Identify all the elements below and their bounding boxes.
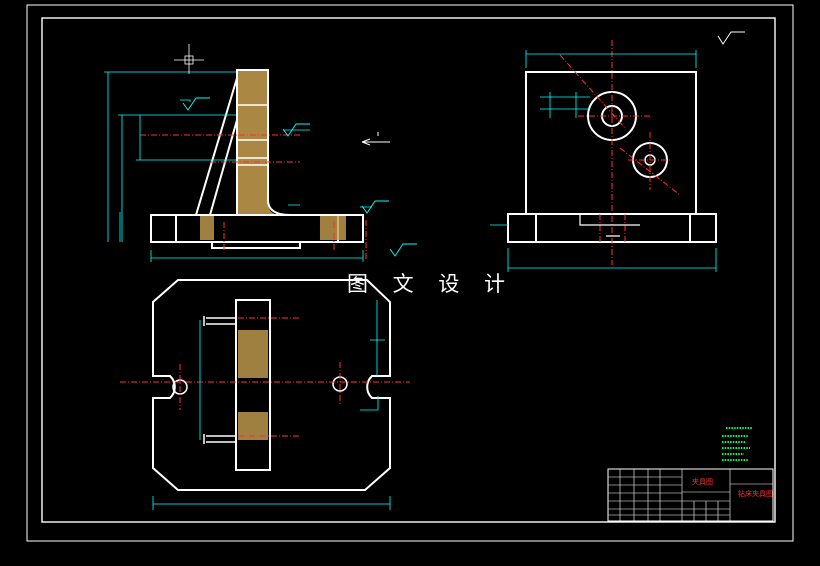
title-block-frame bbox=[607, 468, 774, 522]
front-view-base-hatch-left bbox=[200, 216, 214, 240]
plan-view-outline bbox=[152, 279, 391, 491]
side-view-shaft bbox=[579, 213, 640, 237]
front-view-crosshair-box bbox=[184, 55, 194, 65]
surface-roughness-icon bbox=[389, 243, 417, 257]
title-block-grid bbox=[608, 469, 773, 521]
surface-roughness-icon bbox=[717, 31, 745, 45]
plan-view-column-section bbox=[235, 299, 271, 471]
front-view-base-hatch-right bbox=[320, 216, 346, 240]
side-view bbox=[490, 31, 745, 272]
title-block-drawing-subname: 钻床夹具图 bbox=[738, 490, 773, 498]
surface-roughness-icon bbox=[361, 200, 389, 214]
front-view-rib bbox=[194, 77, 238, 216]
front-view bbox=[104, 44, 417, 262]
side-view-dimensions bbox=[490, 50, 717, 272]
surface-roughness-icon bbox=[282, 123, 310, 137]
side-view-body bbox=[525, 71, 697, 215]
view-direction-arrow bbox=[361, 132, 390, 146]
side-view-center-lines bbox=[559, 40, 681, 265]
plan-view-hatch-lower bbox=[238, 412, 268, 440]
plan-view-dimensions bbox=[152, 300, 391, 510]
plan-view bbox=[120, 279, 410, 510]
front-view-base bbox=[150, 214, 364, 249]
front-view-center-lines bbox=[140, 134, 367, 260]
technical-notes-lines bbox=[722, 427, 752, 461]
plan-view-bolts bbox=[203, 316, 236, 444]
title-block bbox=[607, 468, 774, 522]
plan-view-center-lines bbox=[120, 317, 410, 437]
surface-roughness-icon bbox=[182, 97, 210, 111]
front-view-column-section bbox=[236, 70, 282, 215]
watermark-text: 图 文 设 计 bbox=[347, 272, 515, 296]
technical-notes bbox=[722, 427, 752, 461]
front-view-bore-lines bbox=[237, 104, 268, 166]
plan-view-hatch-upper bbox=[238, 330, 268, 378]
front-view-crosshair bbox=[174, 44, 204, 74]
side-view-base bbox=[507, 213, 717, 243]
outer-frame bbox=[26, 4, 794, 542]
front-view-dimensions bbox=[104, 71, 372, 262]
inner-border bbox=[41, 17, 776, 523]
title-block-drawing-name: 夹具图 bbox=[692, 478, 713, 486]
